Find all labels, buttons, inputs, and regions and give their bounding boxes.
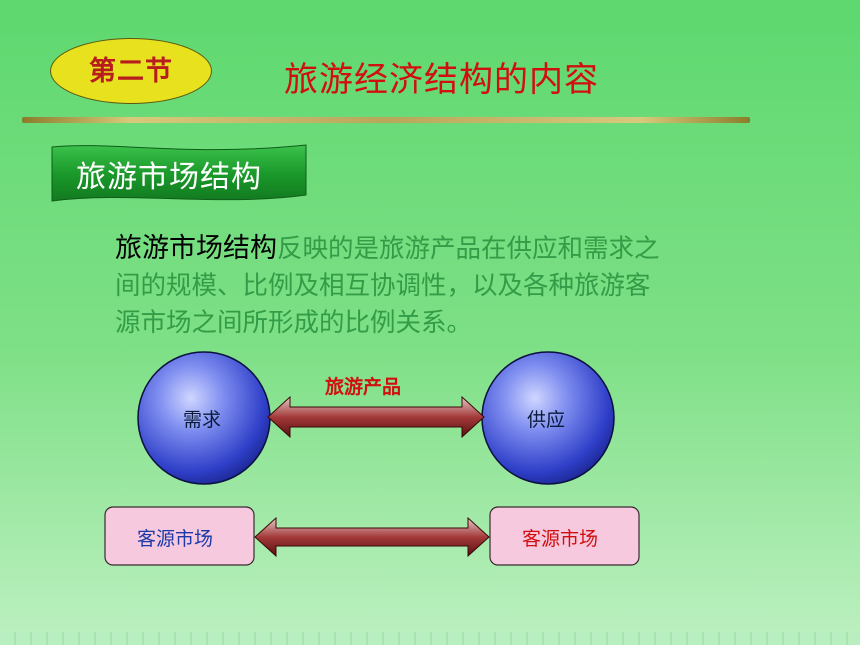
source-market-box-left: [104, 506, 255, 566]
supply-label: 供应: [527, 409, 566, 431]
section-badge-label: 第二节: [89, 55, 173, 87]
footer-strip: [0, 632, 860, 645]
product-label: 旅游产品: [325, 376, 402, 398]
banner-label: 旅游市场结构: [76, 160, 262, 195]
page-title: 旅游经济结构的内容: [284, 60, 599, 100]
source-market-double-arrow: [254, 516, 490, 558]
header-divider: [22, 117, 750, 123]
definition-body: 反映的是旅游产品在供应和需求之间的规模、比例及相互协调性，以及各种旅游客源市场之…: [115, 234, 660, 338]
demand-label: 需求: [183, 409, 222, 431]
definition-term: 旅游市场结构: [115, 233, 277, 264]
definition-paragraph: 旅游市场结构反映的是旅游产品在供应和需求之间的规模、比例及相互协调性，以及各种旅…: [115, 230, 675, 342]
product-double-arrow: [267, 395, 485, 439]
source-market-label-left: 客源市场: [137, 528, 214, 550]
section-badge: 第二节: [50, 38, 212, 104]
source-market-box-right: [489, 506, 640, 566]
section-banner: [51, 144, 307, 202]
source-market-label-right: 客源市场: [522, 528, 599, 550]
